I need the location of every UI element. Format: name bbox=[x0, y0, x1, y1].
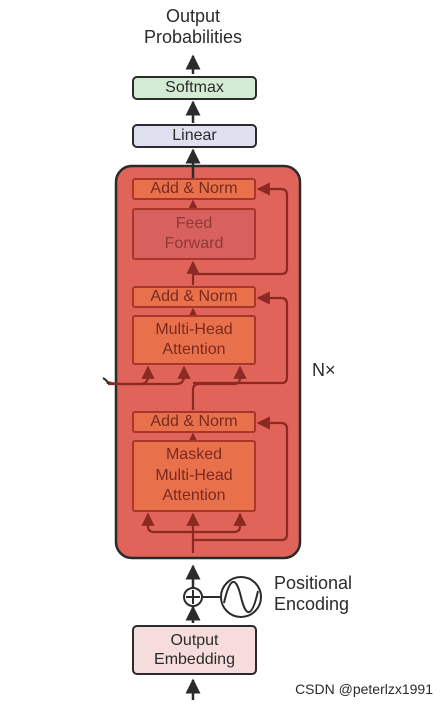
output-probabilities-label: Output Probabilities bbox=[143, 6, 243, 47]
multi-head-attention-block: Multi-Head Attention bbox=[132, 315, 256, 365]
add-norm-top-block: Add & Norm bbox=[132, 178, 256, 200]
softmax-block: Softmax bbox=[132, 76, 257, 100]
masked-multi-head-attention-block: Masked Multi-Head Attention bbox=[132, 440, 256, 512]
sine-wave-icon bbox=[220, 576, 262, 618]
feed-forward-block: Feed Forward bbox=[132, 208, 256, 260]
positional-encoding-label: Positional Encoding bbox=[274, 573, 353, 614]
add-norm-mid-block: Add & Norm bbox=[132, 286, 256, 308]
repeat-count-label: N× bbox=[312, 360, 336, 380]
output-embedding-block: Output Embedding bbox=[132, 625, 257, 675]
linear-block: Linear bbox=[132, 124, 257, 148]
watermark-text: CSDN @peterlzx1991 bbox=[295, 681, 433, 697]
add-norm-bottom-block: Add & Norm bbox=[132, 411, 256, 433]
